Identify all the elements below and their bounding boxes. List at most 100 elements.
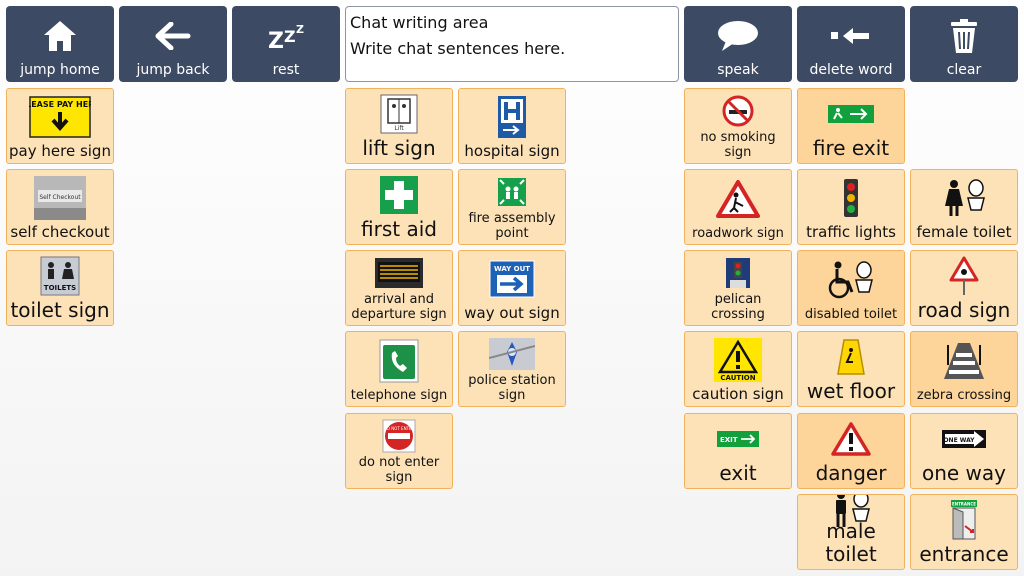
traffic-lights-icon — [843, 172, 859, 223]
fire-exit-label: fire exit — [812, 136, 890, 160]
tile-one-way[interactable]: ONE WAY one way — [910, 413, 1018, 489]
self-checkout-art-text: Self Checkout — [39, 194, 81, 201]
tile-do-not-enter-sign[interactable]: DO NOT ENTER do not enter sign — [345, 413, 453, 489]
svg-text:Z: Z — [284, 27, 296, 46]
tile-entrance[interactable]: ENTRANCE entrance — [910, 494, 1018, 570]
tile-caution-sign[interactable]: CAUTION caution sign — [684, 331, 792, 407]
danger-label: danger — [815, 461, 887, 485]
arrow-left-icon — [155, 6, 191, 62]
delete-word-label: delete word — [809, 62, 893, 78]
toilet-sign-label: toilet sign — [10, 298, 110, 322]
tile-first-aid[interactable]: first aid — [345, 169, 453, 245]
lift-sign-icon: Lift — [380, 91, 418, 137]
entrance-label: entrance — [919, 542, 1009, 566]
self-checkout-label: self checkout — [10, 223, 110, 241]
zebra-crossing-icon — [942, 334, 986, 388]
chat-writing-area[interactable]: Chat writing area Write chat sentences h… — [345, 6, 679, 82]
speak-button[interactable]: speak — [684, 6, 792, 82]
jump-back-button[interactable]: jump back — [119, 6, 227, 82]
tile-lift-sign[interactable]: Lift lift sign — [345, 88, 453, 164]
hospital-sign-label: hospital sign — [464, 142, 560, 160]
tile-telephone-sign[interactable]: telephone sign — [345, 331, 453, 407]
no-smoking-icon — [722, 91, 754, 130]
backspace-arrow-icon — [829, 6, 873, 62]
lift-art-text: Lift — [394, 125, 404, 132]
tile-pay-here-sign[interactable]: PLEASE PAY HERE pay here sign — [6, 88, 114, 164]
police-station-sign-label: police station sign — [468, 373, 556, 403]
way-out-art-text: WAY OUT — [494, 265, 530, 273]
tile-hospital-sign[interactable]: hospital sign — [458, 88, 566, 164]
one-way-label: one way — [921, 461, 1007, 485]
way-out-sign-label: way out sign — [464, 304, 560, 322]
wet-floor-label: wet floor — [806, 379, 896, 403]
pay-here-art-text: PLEASE PAY HERE — [29, 100, 91, 109]
home-icon — [42, 6, 78, 62]
entrance-art-text: ENTRANCE — [952, 502, 976, 507]
trash-can-icon — [948, 6, 980, 62]
fire-exit-sign-icon — [828, 91, 874, 137]
delete-word-button[interactable]: delete word — [797, 6, 905, 82]
do-not-enter-art-text: DO NOT ENTER — [384, 426, 415, 431]
arrival-departure-sign-label: arrival and departure sign — [351, 292, 447, 322]
svg-text:Z: Z — [268, 29, 284, 52]
wet-floor-sign-icon — [836, 334, 866, 380]
tile-exit[interactable]: EXIT exit — [684, 413, 792, 489]
female-toilet-label: female toilet — [916, 223, 1012, 241]
clear-button[interactable]: clear — [910, 6, 1018, 82]
tile-disabled-toilet[interactable]: disabled toilet — [797, 250, 905, 326]
first-aid-icon — [379, 172, 419, 218]
departure-board-icon — [375, 253, 423, 292]
tile-zebra-crossing[interactable]: zebra crossing — [910, 331, 1018, 407]
exit-label: exit — [719, 461, 757, 485]
caution-sign-icon: CAUTION — [714, 334, 762, 385]
tile-danger[interactable]: danger — [797, 413, 905, 489]
tile-no-smoking-sign[interactable]: no smoking sign — [684, 88, 792, 164]
zebra-crossing-label: zebra crossing — [916, 388, 1012, 403]
tile-female-toilet[interactable]: female toilet — [910, 169, 1018, 245]
jump-home-button[interactable]: jump home — [6, 6, 114, 82]
clear-label: clear — [946, 62, 982, 78]
fire-assembly-point-icon — [497, 172, 527, 211]
caution-sign-label: caution sign — [692, 385, 784, 403]
roadwork-sign-label: roadwork sign — [692, 226, 784, 241]
tile-fire-exit[interactable]: fire exit — [797, 88, 905, 164]
one-way-sign-icon: ONE WAY — [942, 416, 986, 462]
male-toilet-label: male toilet — [825, 519, 877, 566]
tile-toilet-sign[interactable]: TOILETS toilet sign — [6, 250, 114, 326]
tile-pelican-crossing[interactable]: pelican crossing — [684, 250, 792, 326]
tile-male-toilet[interactable]: male toilet — [797, 494, 905, 570]
disabled-toilet-label: disabled toilet — [804, 307, 898, 322]
tile-roadwork-sign[interactable]: roadwork sign — [684, 169, 792, 245]
tile-traffic-lights[interactable]: traffic lights — [797, 169, 905, 245]
lift-sign-label: lift sign — [362, 136, 436, 160]
traffic-lights-label: traffic lights — [806, 223, 896, 241]
toilet-sign-icon: TOILETS — [40, 253, 80, 299]
tile-self-checkout[interactable]: Self Checkout self checkout — [6, 169, 114, 245]
tile-wet-floor[interactable]: wet floor — [797, 331, 905, 407]
telephone-sign-icon — [379, 334, 419, 388]
jump-back-label: jump back — [136, 62, 210, 78]
pelican-crossing-label: pelican crossing — [711, 292, 765, 322]
exit-art-text: EXIT — [720, 436, 738, 444]
no-smoking-sign-label: no smoking sign — [700, 130, 776, 160]
road-sign-label: road sign — [917, 298, 1011, 322]
danger-warning-icon — [831, 416, 871, 462]
disabled-toilet-icon — [826, 253, 876, 307]
tile-road-sign[interactable]: road sign — [910, 250, 1018, 326]
tile-arrival-departure-sign[interactable]: arrival and departure sign — [345, 250, 453, 326]
female-toilet-icon — [942, 172, 986, 223]
speak-label: speak — [717, 62, 759, 78]
police-station-sign-icon — [489, 334, 535, 373]
jump-home-label: jump home — [20, 62, 100, 78]
tile-way-out-sign[interactable]: WAY OUT way out sign — [458, 250, 566, 326]
chat-placeholder: Write chat sentences here. — [350, 39, 566, 58]
pelican-crossing-icon — [726, 253, 750, 292]
speech-bubble-icon — [716, 6, 760, 62]
entrance-door-icon: ENTRANCE — [949, 497, 979, 543]
pay-here-sign-icon: PLEASE PAY HERE — [29, 91, 91, 142]
pay-here-sign-label: pay here sign — [9, 142, 111, 160]
fire-assembly-point-label: fire assembly point — [468, 211, 556, 241]
tile-police-station-sign[interactable]: police station sign — [458, 331, 566, 407]
tile-fire-assembly-point[interactable]: fire assembly point — [458, 169, 566, 245]
